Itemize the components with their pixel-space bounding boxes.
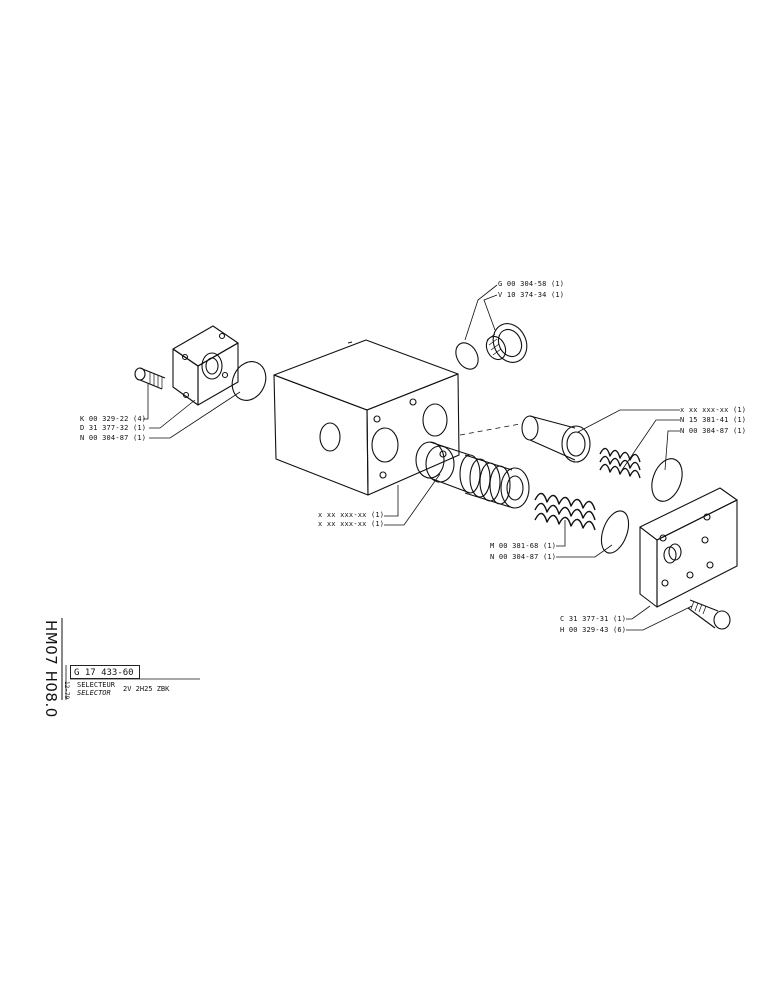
document-side-code: HM07 H08.0 [42,620,60,718]
upper-sleeve [459,415,591,463]
leader-h-00-329-43 [626,605,693,631]
upper-right-o-ring [651,458,683,502]
label-n-00-304-87-lower: N 00 304-87 (1) [490,553,557,561]
leader-xx-mid-2 [384,473,441,526]
main-spool [415,441,530,509]
left-o-ring [231,361,267,401]
right-cover-plate [639,487,738,608]
top-o-ring [455,342,479,370]
leader-xx-mid-1 [384,485,399,517]
leader-d-31-377-32 [149,399,196,429]
label-m-00-381-68: M 00 381-68 (1) [490,542,557,550]
label-n-15-381-41: N 15 381-41 (1) [680,416,747,424]
left-screw [134,367,166,390]
leader-c-31-377-31 [626,605,651,620]
upper-spring [599,447,641,479]
leader-xx-right-1 [577,409,680,433]
leader-n-00-304-87-right [664,430,680,471]
title-reference: 2V 2H25 ZBK [123,685,170,693]
label-xx-mid-2: x xx xxx-xx (1) [318,520,385,528]
lower-o-ring [600,510,630,554]
title-french: SELECTEUR [77,681,115,689]
label-n-00-304-87-right: N 00 304-87 (1) [680,427,747,435]
left-flange-plate [172,325,239,406]
label-c-31-377-31: C 31 377-31 (1) [560,615,627,623]
label-xx-right-1: x xx xxx-xx (1) [680,406,747,414]
leader-v-10-374-34 [483,294,498,331]
label-v-10-374-34: V 10 374-34 (1) [498,291,565,299]
leader-n-00-304-87-lower [556,544,613,558]
label-k-00-329-22: K 00 329-22 (4) [80,415,147,423]
selector-body-block [273,339,460,496]
leader-m-00-381-68 [556,520,566,547]
document-date: 12-79 [63,681,70,700]
leader-k-00-329-22 [143,383,149,420]
label-xx-mid-1: x xx xxx-xx (1) [318,511,385,519]
leader-n-00-304-87-left [149,391,241,439]
label-g-00-304-58: G 00 304-58 (1) [498,280,565,288]
label-d-31-377-32: D 31 377-32 (1) [80,424,147,432]
leader-g-00-304-58 [464,284,498,341]
title-english: SELECTOR [77,689,111,697]
lower-spring [534,492,596,531]
part-number-box: G 17 433-60 [70,665,140,679]
top-plug [485,323,528,363]
leader-n-15-381-41 [621,419,680,471]
right-screw [687,599,731,630]
label-h-00-329-43: H 00 329-43 (6) [560,626,627,634]
label-n-00-304-87-left: N 00 304-87 (1) [80,434,147,442]
